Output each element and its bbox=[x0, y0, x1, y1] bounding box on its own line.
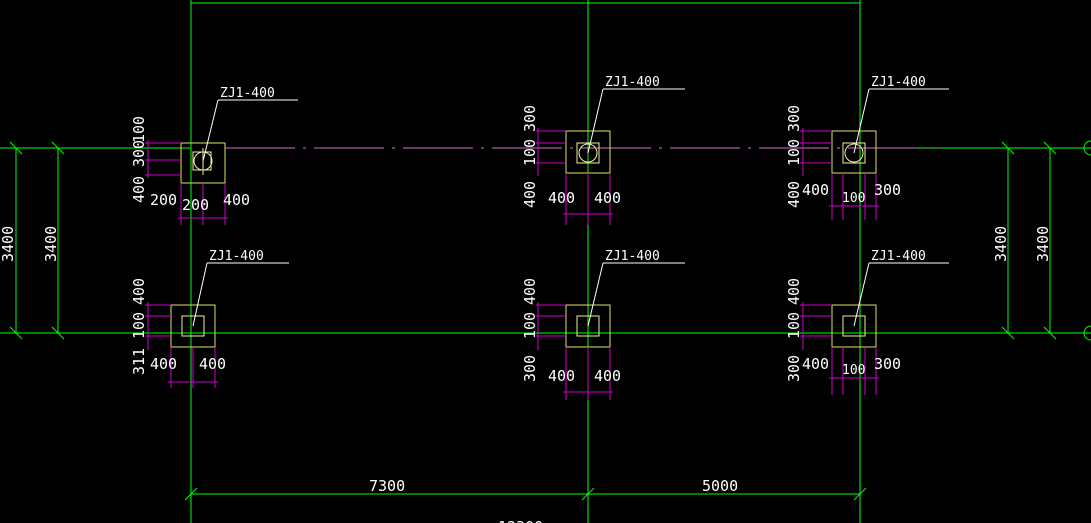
cap-top-mid-dim: 400 bbox=[548, 189, 575, 207]
cap-bot-mid-dim: 300 bbox=[521, 355, 539, 382]
cap-top-right-dim: 400 bbox=[802, 181, 829, 199]
cap-bot-right-dim: 400 bbox=[802, 355, 829, 373]
cap-bot-mid-dim: 400 bbox=[548, 367, 575, 385]
pile-label-bot-right: ZJ1-400 bbox=[871, 249, 926, 264]
cap-top-left[interactable] bbox=[145, 140, 228, 225]
pile-label-top-right: ZJ1-400 bbox=[871, 75, 926, 90]
cap-top-mid-dim: 100 bbox=[521, 139, 539, 166]
cap-bot-right[interactable] bbox=[800, 302, 879, 395]
cap-bot-left-dim: 100 bbox=[130, 312, 148, 339]
cap-top-left-dim: 200 bbox=[182, 196, 209, 214]
cap-top-left-dim: 200 bbox=[150, 191, 177, 209]
cap-bot-mid-dim: 400 bbox=[521, 278, 539, 305]
cap-bot-mid[interactable] bbox=[536, 302, 613, 400]
pile-label-top-mid: ZJ1-400 bbox=[605, 75, 660, 90]
cap-bot-right-dim: 300 bbox=[785, 355, 803, 382]
dim-height-left-outer: 3400 bbox=[0, 226, 17, 262]
cap-top-right-dim: 100 bbox=[785, 139, 803, 166]
cap-bot-left-dim: 400 bbox=[199, 355, 226, 373]
dim-height-right-inner: 3400 bbox=[992, 226, 1010, 262]
cap-bot-right-dim: 300 bbox=[874, 355, 901, 373]
cap-top-right-dim: 100 bbox=[842, 191, 865, 206]
pile-leader-lines bbox=[192, 88, 949, 327]
cap-bot-right-dim: 100 bbox=[842, 363, 865, 378]
cap-top-mid-dim: 400 bbox=[521, 181, 539, 208]
cap-bot-left-dim: 400 bbox=[130, 278, 148, 305]
cap-bot-left-dim: 400 bbox=[150, 355, 177, 373]
cap-top-mid-dim: 300 bbox=[521, 105, 539, 132]
cap-top-left-dim: 400 bbox=[223, 191, 250, 209]
dim-height-right-outer: 3400 bbox=[1034, 226, 1052, 262]
dim-span-right: 5000 bbox=[702, 477, 738, 495]
cap-top-right-dim: 300 bbox=[785, 105, 803, 132]
cap-top-right[interactable] bbox=[800, 128, 879, 220]
cap-top-right-dim: 400 bbox=[785, 181, 803, 208]
dim-span-left: 7300 bbox=[369, 477, 405, 495]
cap-top-left-dim: 400 bbox=[130, 176, 148, 203]
cap-bot-right-dim: 100 bbox=[785, 312, 803, 339]
cap-bot-mid-dim: 100 bbox=[521, 312, 539, 339]
cap-top-mid-dim: 400 bbox=[594, 189, 621, 207]
cap-top-right-dim: 300 bbox=[874, 181, 901, 199]
cap-bot-left-dim: 311 bbox=[130, 348, 148, 375]
pile-label-top-left: ZJ1-400 bbox=[220, 86, 275, 101]
dim-total: 12300 bbox=[498, 518, 543, 523]
cap-bot-mid-dim: 400 bbox=[594, 367, 621, 385]
cap-top-left-dim: 100 bbox=[130, 116, 148, 143]
cap-bot-right-dim: 400 bbox=[785, 278, 803, 305]
cap-top-mid[interactable] bbox=[536, 128, 613, 225]
cap-top-left-dim: 300 bbox=[130, 140, 148, 167]
pile-label-bot-left: ZJ1-400 bbox=[209, 249, 264, 264]
dim-height-left-inner: 3400 bbox=[42, 226, 60, 262]
cap-bot-left[interactable] bbox=[145, 302, 218, 388]
pile-label-bot-mid: ZJ1-400 bbox=[605, 249, 660, 264]
